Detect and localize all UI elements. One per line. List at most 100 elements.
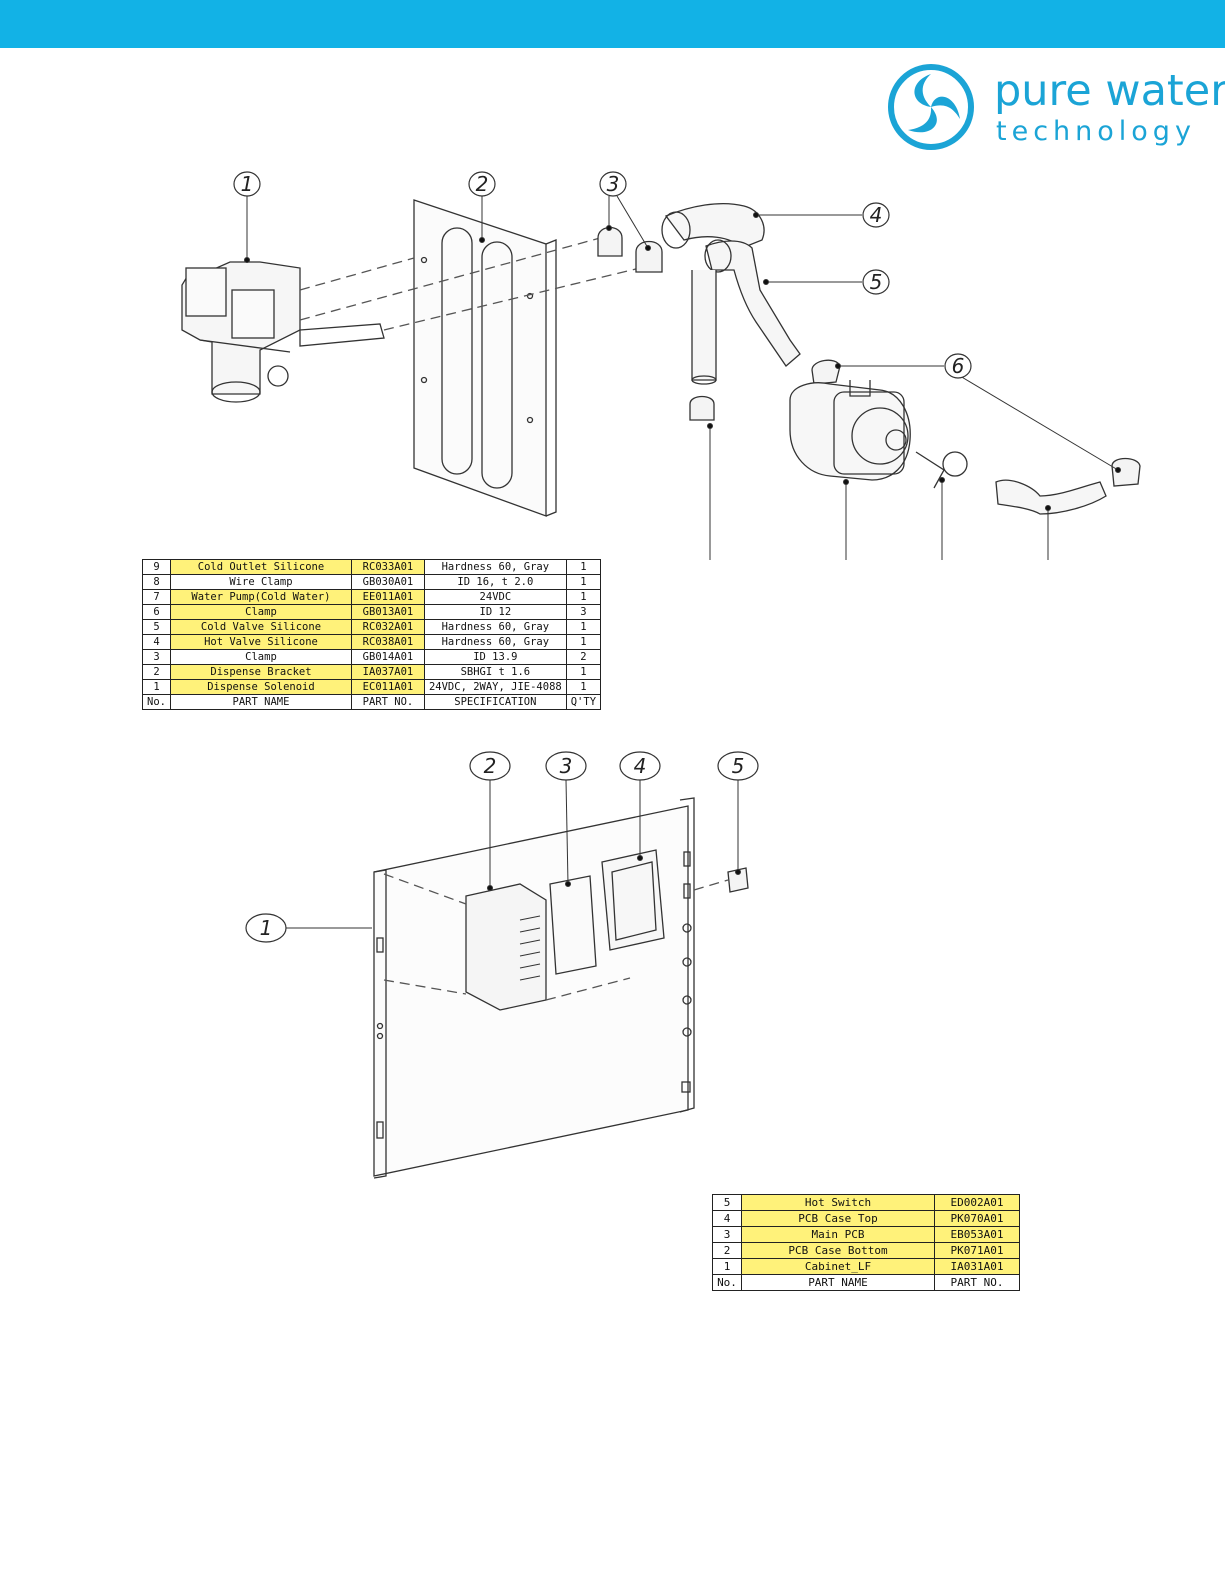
table-row: 5 Cold Valve Silicone RC032A01 Hardness … (142, 619, 602, 635)
dispense-bracket-drawing (413, 199, 557, 517)
cell-spec: 24VDC, 2WAY, JIE-4088 (423, 679, 567, 695)
cell-no: 3 (142, 649, 171, 665)
cell-part-no: IA031A01 (934, 1258, 1020, 1275)
cell-qty: 1 (565, 559, 602, 575)
cell-part-name: Cold Valve Silicone (169, 619, 352, 635)
cell-spec: ID 13.9 (423, 649, 567, 665)
cell-part-name: Hot Switch (741, 1194, 935, 1211)
table-row: 2 PCB Case Bottom PK071A01 (712, 1242, 1020, 1259)
cell-no: 4 (712, 1210, 742, 1227)
cell-spec: Hardness 60, Gray (423, 559, 567, 575)
callout-label: 3 (607, 172, 620, 196)
parts-table-pcb: 5 Hot Switch ED002A01 4 PCB Case Top PK0… (712, 1194, 1020, 1291)
table-row: 5 Hot Switch ED002A01 (712, 1194, 1020, 1211)
brand-logo: pure water technology (888, 64, 1225, 154)
cell-qty: 1 (565, 679, 602, 695)
cell-no: 3 (712, 1226, 742, 1243)
cell-part-no: RC038A01 (350, 634, 425, 650)
cell-qty: 1 (565, 574, 602, 590)
header-part-no: PART NO. (350, 694, 425, 710)
cell-part-name: Dispense Bracket (169, 664, 352, 680)
cell-part-name: Main PCB (741, 1226, 935, 1243)
table-header-row: No. PART NAME PART NO. SPECIFICATION Q'T… (142, 694, 602, 710)
brand-name-line2: technology (996, 116, 1196, 147)
cell-spec: Hardness 60, Gray (423, 619, 567, 635)
callout-label: 1 (241, 172, 254, 196)
cell-no: 4 (142, 634, 171, 650)
cell-qty: 1 (565, 634, 602, 650)
header-no: No. (142, 694, 171, 710)
cell-no: 5 (142, 619, 171, 635)
table-header-row: No. PART NAME PART NO. (712, 1274, 1020, 1291)
callout-label: 2 (484, 754, 497, 778)
table-row: 3 Clamp GB014A01 ID 13.9 2 (142, 649, 602, 665)
header-spec: SPECIFICATION (423, 694, 567, 710)
cell-no: 6 (142, 604, 171, 620)
cell-qty: 1 (565, 589, 602, 605)
table-row: 2 Dispense Bracket IA037A01 SBHGI t 1.6 … (142, 664, 602, 680)
cell-part-no: GB013A01 (350, 604, 425, 620)
cell-part-no: GB014A01 (350, 649, 425, 665)
cell-spec: 24VDC (423, 589, 567, 605)
callout-label: 3 (560, 754, 573, 778)
cabinet-panel-drawing (373, 797, 695, 1179)
callout-label: 5 (732, 754, 745, 778)
cell-spec: ID 12 (423, 604, 567, 620)
cell-spec: SBHGI t 1.6 (423, 664, 567, 680)
table-row: 6 Clamp GB013A01 ID 12 3 (142, 604, 602, 620)
exploded-diagram-dispense-assembly: 1 2 3 4 5 6 6 7 8 9 (181, 171, 1141, 560)
solenoid-valve-drawing (181, 261, 385, 403)
header-part-name: PART NAME (169, 694, 352, 710)
cell-part-name: PCB Case Bottom (741, 1242, 935, 1259)
cell-qty: 2 (565, 649, 602, 665)
cell-part-name: Water Pump(Cold Water) (169, 589, 352, 605)
cell-part-no: GB030A01 (350, 574, 425, 590)
cell-no: 2 (142, 664, 171, 680)
cell-qty: 1 (565, 664, 602, 680)
cell-part-name: Clamp (169, 604, 352, 620)
table-row: 3 Main PCB EB053A01 (712, 1226, 1020, 1243)
brand-name-line1: pure water (994, 66, 1225, 116)
callout-label: 6 (952, 354, 965, 378)
cell-part-no: EB053A01 (934, 1226, 1020, 1243)
header-part-no: PART NO. (934, 1274, 1020, 1291)
cell-no: 5 (712, 1194, 742, 1211)
cell-part-no: RC033A01 (350, 559, 425, 575)
header-no: No. (712, 1274, 742, 1291)
header-qty: Q'TY (565, 694, 602, 710)
callout-label: 5 (870, 270, 883, 294)
cell-part-no: EC011A01 (350, 679, 425, 695)
cell-spec: ID 16, t 2.0 (423, 574, 567, 590)
table-row: 4 PCB Case Top PK070A01 (712, 1210, 1020, 1227)
pure-water-logo-icon (888, 64, 974, 150)
water-pump-drawing (789, 380, 911, 481)
cell-no: 1 (712, 1258, 742, 1275)
cell-no: 1 (142, 679, 171, 695)
cell-part-name: Cabinet_LF (741, 1258, 935, 1275)
table-row: 1 Dispense Solenoid EC011A01 24VDC, 2WAY… (142, 679, 602, 695)
cell-part-no: IA037A01 (350, 664, 425, 680)
cell-qty: 3 (565, 604, 602, 620)
callout-label: 4 (634, 754, 647, 778)
parts-table-dispense: 9 Cold Outlet Silicone RC033A01 Hardness… (142, 559, 602, 710)
cell-part-no: RC032A01 (350, 619, 425, 635)
cell-spec: Hardness 60, Gray (423, 634, 567, 650)
cell-part-name: PCB Case Top (741, 1210, 935, 1227)
table-row: 9 Cold Outlet Silicone RC033A01 Hardness… (142, 559, 602, 575)
cell-part-no: ED002A01 (934, 1194, 1020, 1211)
cell-qty: 1 (565, 619, 602, 635)
header-part-name: PART NAME (741, 1274, 935, 1291)
table-row: 8 Wire Clamp GB030A01 ID 16, t 2.0 1 (142, 574, 602, 590)
cell-part-name: Wire Clamp (169, 574, 352, 590)
callout-label: 2 (476, 172, 489, 196)
cell-part-name: Cold Outlet Silicone (169, 559, 352, 575)
header-bar (0, 0, 1225, 48)
cell-part-no: PK070A01 (934, 1210, 1020, 1227)
cell-part-name: Clamp (169, 649, 352, 665)
callout-label: 1 (260, 916, 273, 940)
cell-no: 8 (142, 574, 171, 590)
cell-part-name: Hot Valve Silicone (169, 634, 352, 650)
callout-label: 4 (870, 203, 883, 227)
table-row: 7 Water Pump(Cold Water) EE011A01 24VDC … (142, 589, 602, 605)
cell-no: 2 (712, 1242, 742, 1259)
